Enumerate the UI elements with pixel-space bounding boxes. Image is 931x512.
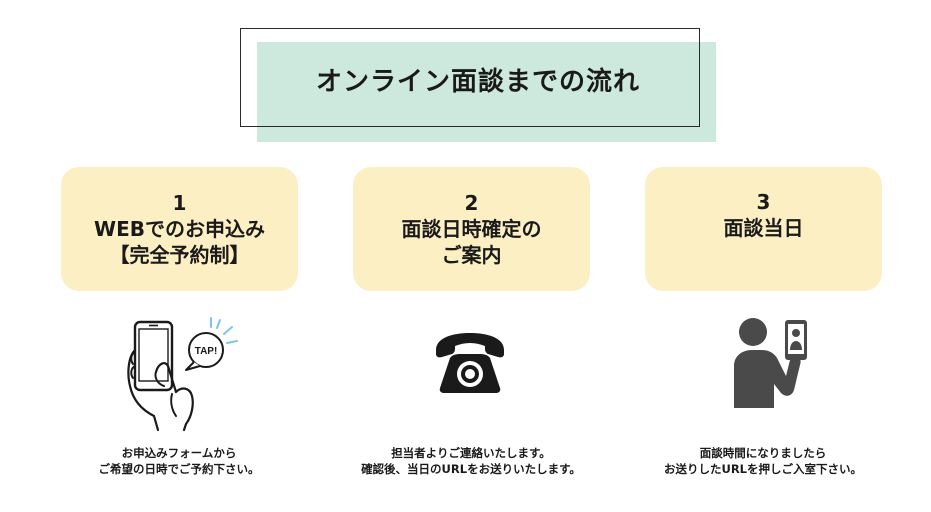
description-line: お申込みフォームから [121,446,237,460]
step-number: 2 [464,191,479,215]
description-line: 担当者よりご連絡いたします。 [391,446,551,460]
description-line: お送りしたURLを押しご入室下さい。 [663,462,863,476]
step-description-1: お申込みフォームから ご希望の日時でご予約下さい。 [29,445,329,477]
step-card-1: 1 WEBでのお申込み 【完全予約制】 [61,167,298,291]
step-number: 1 [172,191,187,215]
step-number: 3 [756,190,771,214]
title-banner: オンライン面談までの流れ [240,28,716,142]
step-card-2: 2 面談日時確定の ご案内 [353,167,590,291]
description-line: 面談時間になりましたら [699,446,827,460]
step-title-line: 面談日時確定の [401,217,542,241]
step-description-2: 担当者よりご連絡いたします。 確認後、当日のURLをお送りいたします。 [321,445,621,477]
video-call-person-icon [730,314,810,410]
description-line: 確認後、当日のURLをお送りいたします。 [361,462,581,476]
step-title-line: WEBでのお申込み [94,217,265,241]
phone-tap-icon-graphic: TAP! [127,317,238,432]
title-accent-background [257,42,716,142]
description-line: ご希望の日時でご予約下さい。 [98,462,260,476]
phone-tap-icon: TAP! [118,312,248,432]
step-title-line: 面談当日 [723,216,804,240]
telephone-icon [430,330,510,400]
title-frame [240,28,700,127]
video-call-person-icon-graphic [734,318,807,408]
step-card-3: 3 面談当日 [645,167,882,291]
telephone-icon-graphic [436,333,504,393]
tap-label: TAP! [195,346,218,357]
page-title: オンライン面談までの流れ [315,67,640,97]
step-title-line: 【完全予約制】 [109,243,250,267]
step-title-line: ご案内 [441,243,502,267]
step-description-3: 面談時間になりましたら お送りしたURLを押しご入室下さい。 [613,445,913,477]
